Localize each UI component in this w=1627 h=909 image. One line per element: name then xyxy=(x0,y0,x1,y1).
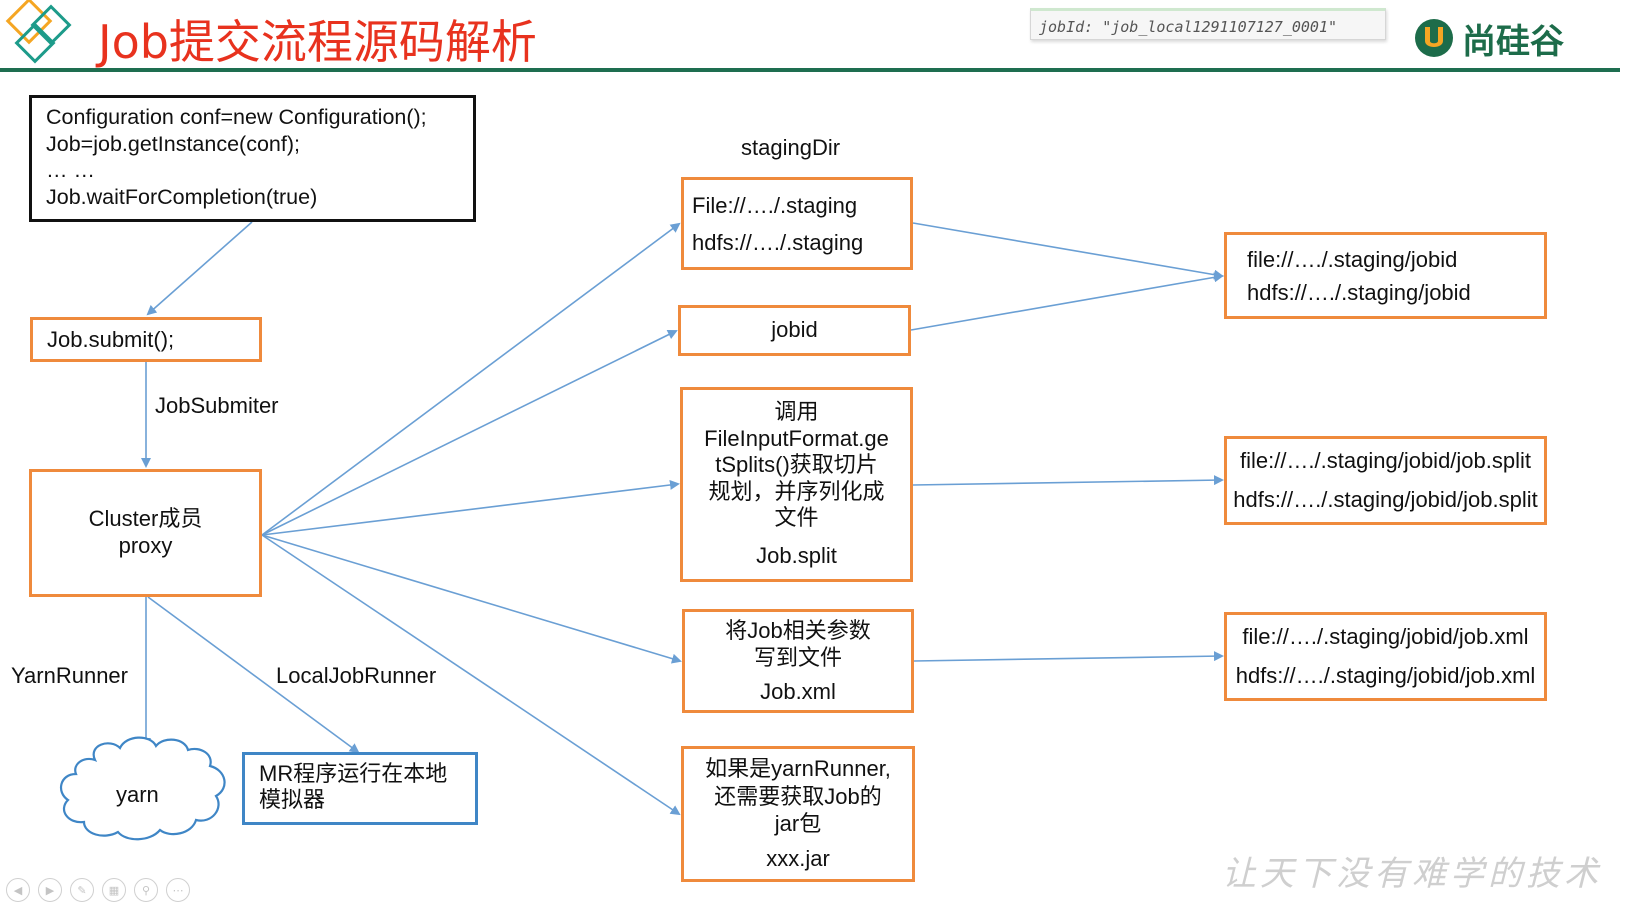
cluster-line: Cluster成员 xyxy=(88,506,203,532)
yarnrunner-label: YarnRunner xyxy=(11,663,128,688)
split-file-name: Job.split xyxy=(756,543,837,569)
staging-line: File://…./.staging xyxy=(692,193,858,218)
arrow-code-to-submit xyxy=(146,221,253,316)
slide-toolbar: ◀ ▶ ✎ ▦ ⚲ ⋯ xyxy=(6,878,190,902)
code-line: Configuration conf=new Configuration(); xyxy=(46,105,427,129)
arrow-cluster-to-local xyxy=(147,596,360,754)
jobid-sticky-note: jobId: "job_local1291107127_0001" xyxy=(1030,8,1386,40)
jar-box: 如果是yarnRunner, 还需要获取Job的 jar包 xxx.jar xyxy=(681,746,915,882)
local-simulator-box: MR程序运行在本地 模拟器 xyxy=(242,752,478,825)
arrow-split-to-out xyxy=(912,475,1224,486)
job-submit-text: Job.submit(); xyxy=(47,327,175,352)
split-line: 调用 xyxy=(774,399,819,425)
job-xml-path-line: hdfs://…./.staging/jobid/job.xml xyxy=(1235,662,1536,688)
local-sim-line: 模拟器 xyxy=(259,787,326,813)
more-icon[interactable]: ⋯ xyxy=(166,878,190,902)
slides-icon[interactable]: ▦ xyxy=(102,878,126,902)
staging-line: hdfs://…./.staging xyxy=(692,229,864,255)
pen-icon[interactable]: ✎ xyxy=(70,878,94,902)
xml-file-name: Job.xml xyxy=(760,678,836,704)
page-title: Job提交流程源码解析 xyxy=(98,15,537,69)
xml-box: 将Job相关参数 写到文件 Job.xml xyxy=(682,609,914,713)
jar-line: 还需要获取Job的 xyxy=(714,783,882,809)
split-line: 文件 xyxy=(774,504,819,530)
arrow-cluster-to-xml xyxy=(261,534,682,664)
yarn-cloud-label: yarn xyxy=(116,782,159,807)
brand-name: 尚硅谷 xyxy=(1462,22,1564,62)
arrow-cluster-to-jobid xyxy=(261,330,678,536)
next-icon[interactable]: ▶ xyxy=(38,878,62,902)
jar-file-name: xxx.jar xyxy=(766,846,830,872)
code-line: Job.waitForCompletion(true) xyxy=(46,184,318,209)
job-submit-box: Job.submit(); xyxy=(30,317,262,362)
jobid-box: jobid xyxy=(678,305,911,356)
staging-jobid-line: file://…./.staging/jobid xyxy=(1247,247,1458,272)
split-line: FileInputFormat.ge xyxy=(704,425,889,451)
staging-jobid-box: file://…./.staging/jobid hdfs://…./.stag… xyxy=(1224,232,1547,319)
job-xml-path-box: file://…./.staging/jobid/job.xml hdfs://… xyxy=(1224,612,1547,701)
diamond-logo-icon xyxy=(5,0,72,64)
job-split-path-line: file://…./.staging/jobid/job.split xyxy=(1239,447,1532,473)
cluster-line: proxy xyxy=(118,533,173,558)
code-line: Job=job.getInstance(conf); xyxy=(46,131,300,156)
jobsubmiter-label: JobSubmiter xyxy=(155,393,279,418)
arrow-jobid-to-out xyxy=(910,272,1224,331)
staging-dir-box: File://…./.staging hdfs://…./.staging xyxy=(681,177,913,270)
split-line: tSplits()获取切片 xyxy=(715,452,878,478)
staging-dir-label: stagingDir xyxy=(741,135,841,160)
brand-logo-icon xyxy=(1415,19,1453,57)
xml-line: 写到文件 xyxy=(753,645,842,671)
code-snippet-box: Configuration conf=new Configuration(); … xyxy=(29,95,476,222)
arrow-cluster-to-jar xyxy=(261,534,681,816)
arrow-cluster-to-staging xyxy=(261,222,681,536)
staging-jobid-line: hdfs://…./.staging/jobid xyxy=(1247,279,1471,305)
code-line: … … xyxy=(46,158,95,183)
arrow-xml-to-out xyxy=(913,651,1224,662)
split-line: 规划，并序列化成 xyxy=(708,478,885,504)
job-xml-path-line: file://…./.staging/jobid/job.xml xyxy=(1242,623,1529,649)
arrow-cluster-to-split xyxy=(261,480,680,536)
cloud-shape xyxy=(59,736,226,841)
jar-line: 如果是yarnRunner, xyxy=(705,756,891,782)
slogan-watermark: 让天下没有难学的技术 xyxy=(1222,854,1602,894)
jar-line: jar包 xyxy=(774,811,822,836)
cluster-proxy-box: Cluster成员 proxy xyxy=(29,469,262,597)
prev-icon[interactable]: ◀ xyxy=(6,878,30,902)
arrow-staging-to-out xyxy=(912,222,1224,280)
job-split-path-line: hdfs://…./.staging/jobid/job.split xyxy=(1233,486,1538,512)
jobid-text: jobid xyxy=(771,317,818,343)
zoom-icon[interactable]: ⚲ xyxy=(134,878,158,902)
localjobrunner-label: LocalJobRunner xyxy=(276,663,437,688)
job-split-path-box: file://…./.staging/jobid/job.split hdfs:… xyxy=(1224,436,1547,525)
local-sim-line: MR程序运行在本地 xyxy=(259,761,448,786)
header-divider xyxy=(0,68,1620,72)
split-box: 调用 FileInputFormat.ge tSplits()获取切片 规划，并… xyxy=(680,387,913,582)
xml-line: 将Job相关参数 xyxy=(725,618,871,644)
